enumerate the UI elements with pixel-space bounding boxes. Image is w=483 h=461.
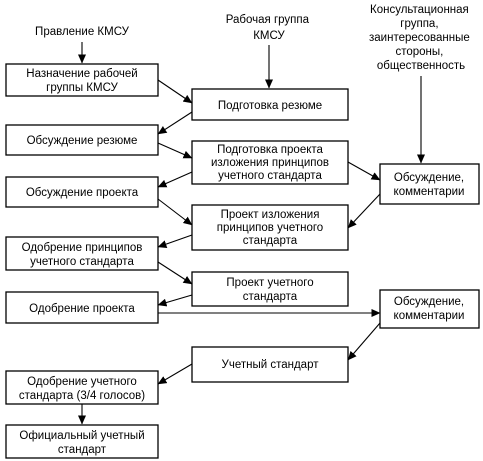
header-consultative-line: общественность — [377, 60, 465, 72]
box-prepare-summary: Подготовка резюме — [191, 88, 349, 121]
edge-appoint-to-prepare-summary — [157, 79, 193, 104]
edge-draft-standard-to-approve-draft — [157, 294, 193, 307]
box-approve-draft: Одобрение проекта — [5, 291, 159, 324]
svg-text:Учетный стандарт: Учетный стандарт — [222, 359, 320, 371]
header-working-group-line: Рабочая группа — [226, 14, 310, 26]
edge-prepare-draft-to-discuss-draft — [157, 171, 193, 188]
edge-discuss-summary-to-prepare-draft — [157, 142, 193, 159]
box-discuss-summary: Обсуждение резюме — [5, 124, 159, 156]
header-kmsu-board: Правление КМСУ — [35, 26, 130, 38]
edge-prepare-summary-to-discuss-summary — [157, 111, 193, 135]
box-accounting-standard: Учетный стандарт — [191, 346, 349, 383]
edge-discuss-draft-to-draft-principles — [157, 198, 193, 226]
box-discuss-draft: Обсуждение проекта — [5, 176, 159, 208]
edge-accounting-standard-to-approve-standard — [157, 363, 193, 385]
box-discussion-comments-1: Обсуждение,комментарии — [379, 163, 480, 205]
edge-discussion-1-to-draft-principles — [347, 193, 381, 229]
box-discussion-comments-2: Обсуждение,комментарии — [379, 289, 480, 329]
svg-text:Одобрение проекта: Одобрение проекта — [29, 303, 135, 315]
edge-draft-principles-to-approve-principles — [157, 234, 193, 248]
edge-prepare-draft-to-discussion-1 — [347, 161, 381, 181]
header-working-group: Рабочая группа КМСУ — [226, 14, 313, 42]
header-consultative-line: группа, — [400, 18, 438, 30]
header-working-group-line: КМСУ — [253, 30, 285, 42]
header-consultative-line: стороны, — [395, 46, 443, 58]
svg-text:Обсуждение проекта: Обсуждение проекта — [26, 187, 139, 199]
header-consultative-line: заинтересованные — [369, 32, 470, 44]
header-consultative-line: Консультационная — [370, 4, 469, 16]
svg-text:Подготовка резюме: Подготовка резюме — [218, 100, 322, 112]
header-consultative: Консультационная группа, заинтересованны… — [369, 4, 473, 72]
edge-discussion-2-to-accounting-standard — [347, 322, 381, 361]
svg-text:Обсуждение,комментарии: Обсуждение,комментарии — [394, 296, 465, 322]
svg-text:Обсуждение,комментарии: Обсуждение,комментарии — [394, 172, 465, 198]
svg-text:Обсуждение резюме: Обсуждение резюме — [27, 135, 138, 147]
edge-approve-principles-to-draft-standard — [157, 261, 193, 285]
